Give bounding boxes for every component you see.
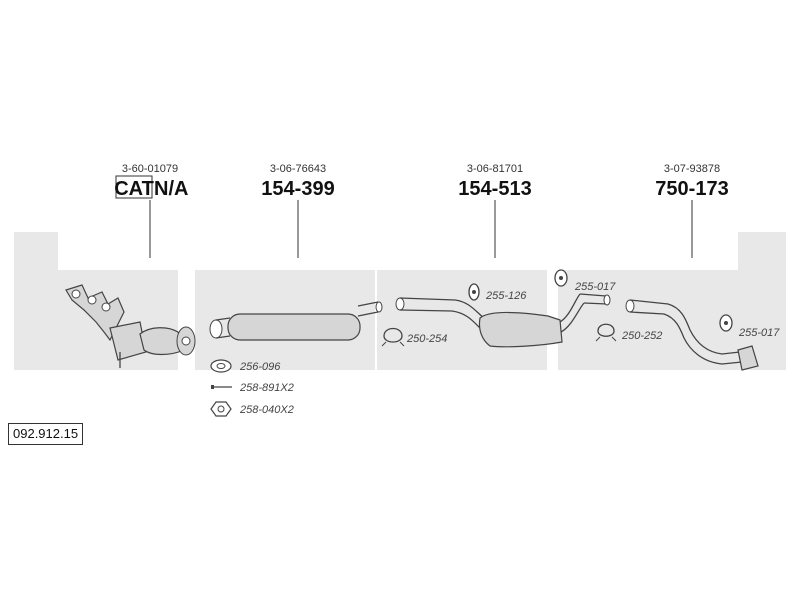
accessory-bolt[interactable]: 258-891X2 <box>211 382 294 394</box>
accessory-code: 256-096 <box>239 361 281 373</box>
accessory-clamp-1[interactable]: 250-254 <box>381 327 447 347</box>
gasket-icon <box>210 359 232 373</box>
accessory-hanger-2[interactable]: 255-017 <box>554 269 616 293</box>
front-muffler-drawing <box>209 301 383 341</box>
center-muffler-drawing <box>395 293 611 348</box>
section-ref: 3-06-81701 <box>467 163 523 175</box>
section-3[interactable]: 3-06-81701 154-513 <box>395 163 611 348</box>
part-number: 154-513 <box>458 178 531 200</box>
accessory-clamp-2[interactable]: 250-252 <box>595 323 662 342</box>
accessory-code: 255-017 <box>574 281 616 293</box>
manifold-catalyst-drawing <box>65 284 196 368</box>
section-ref: 3-06-76643 <box>270 163 326 175</box>
section-4[interactable]: 3-07-93878 750-173 <box>625 163 759 371</box>
nut-icon <box>210 401 232 417</box>
accessory-code: 250-254 <box>406 333 447 345</box>
clamp-icon <box>381 327 405 347</box>
accessory-hanger-1[interactable]: 255-126 <box>468 283 527 302</box>
rubber-hanger-icon <box>554 269 568 287</box>
section-ref: 3-07-93878 <box>664 163 720 175</box>
accessory-nut[interactable]: 258-040X2 <box>210 401 294 417</box>
cat-label: CAT <box>114 178 154 200</box>
accessory-hanger-3[interactable]: 255-017 <box>719 314 780 339</box>
diagram-id: 092.912.15 <box>8 423 84 445</box>
part-number: 154-399 <box>261 178 334 200</box>
accessory-code: 258-891X2 <box>239 382 294 394</box>
clamp-icon <box>595 323 617 342</box>
rubber-hanger-icon <box>719 314 733 332</box>
section-1[interactable]: 3-60-01079 CAT N/A <box>65 163 196 368</box>
accessory-code: 255-017 <box>738 327 780 339</box>
section-ref: 3-60-01079 <box>122 163 178 175</box>
background-watermark <box>14 232 786 370</box>
rear-pipe-drawing <box>625 299 759 371</box>
accessory-code: 255-126 <box>485 290 527 302</box>
part-number: 750-173 <box>655 178 728 200</box>
section-2[interactable]: 3-06-76643 154-399 <box>209 163 383 341</box>
accessory-gasket[interactable]: 256-096 <box>210 359 281 373</box>
accessory-code: 258-040X2 <box>239 404 294 416</box>
rubber-hanger-icon <box>468 283 480 301</box>
cat-box <box>115 175 153 199</box>
bolt-icon <box>211 385 232 389</box>
accessory-code: 250-252 <box>621 330 662 342</box>
part-number: N/A <box>154 178 188 200</box>
